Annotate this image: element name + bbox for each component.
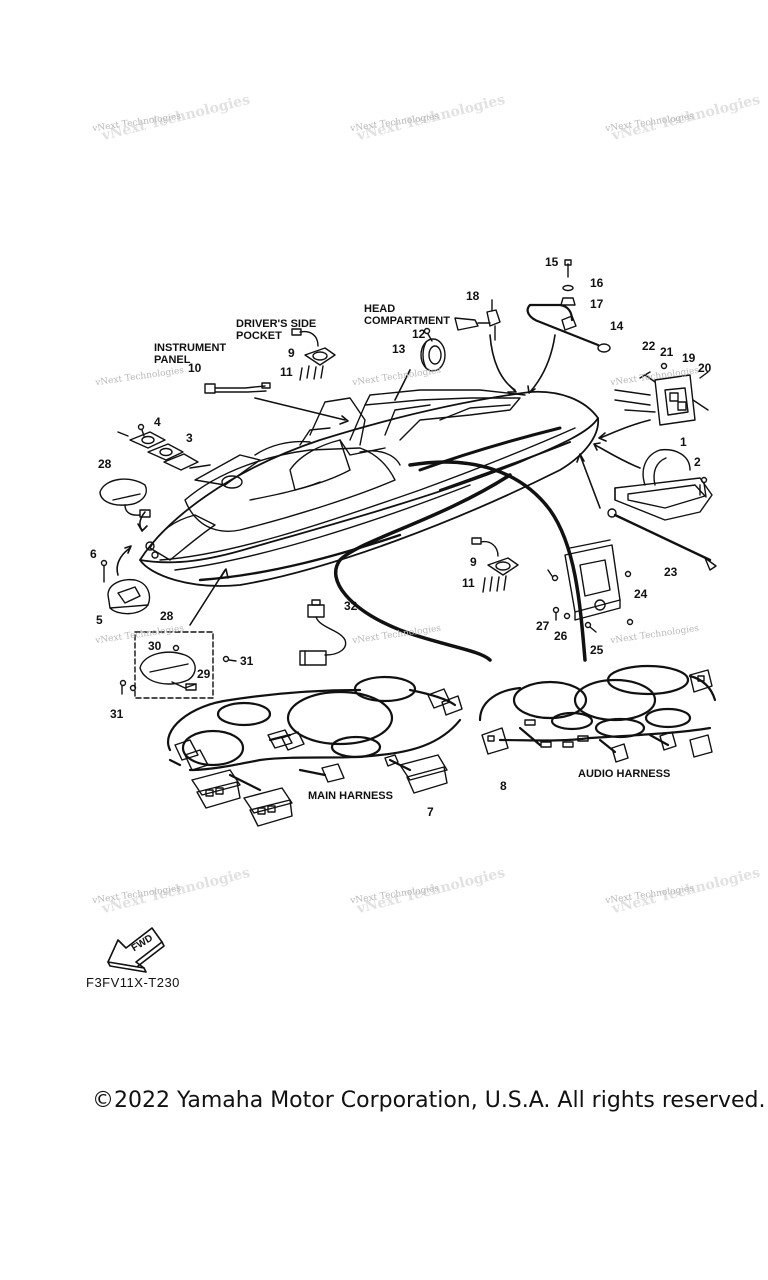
callout-10: 10 bbox=[188, 361, 202, 375]
windshield bbox=[309, 389, 526, 446]
callout-7: 7 bbox=[427, 805, 434, 819]
battery-cable bbox=[607, 508, 717, 571]
callout-1: 1 bbox=[680, 435, 687, 449]
audio-harness bbox=[478, 664, 717, 754]
harness-route-line-2 bbox=[333, 473, 512, 662]
callout-28-lower: 28 bbox=[160, 609, 174, 623]
callout-26: 26 bbox=[554, 629, 568, 643]
label-main-harness: MAIN HARNESS bbox=[308, 790, 393, 802]
label-head-compartment-2: COMPARTMENT bbox=[364, 315, 450, 327]
nut-17 bbox=[560, 297, 576, 306]
sensor-18 bbox=[454, 299, 501, 341]
pocket-light-9-upper bbox=[291, 328, 336, 366]
ecu-module bbox=[564, 539, 621, 621]
callout-29: 29 bbox=[197, 667, 211, 681]
switches-3 bbox=[129, 431, 199, 471]
screws-25-27 bbox=[547, 569, 634, 633]
callout-31-right: 31 bbox=[240, 654, 254, 668]
cover-28-lower bbox=[139, 651, 197, 691]
callout-24: 24 bbox=[634, 587, 648, 601]
bolt-15 bbox=[564, 259, 572, 278]
copyright-notice: ©2022 Yamaha Motor Corporation, U.S.A. A… bbox=[92, 1088, 766, 1113]
battery-box bbox=[614, 448, 713, 521]
callout-32: 32 bbox=[344, 599, 358, 613]
callout-22: 22 bbox=[642, 339, 656, 353]
callout-14: 14 bbox=[610, 319, 624, 333]
callout-11-upper: 11 bbox=[280, 365, 293, 379]
callout-27: 27 bbox=[536, 619, 550, 633]
ground-wire-14 bbox=[526, 303, 611, 353]
callout-9-lower: 9 bbox=[470, 555, 477, 569]
label-drivers-pocket-2: POCKET bbox=[236, 330, 282, 342]
washer-16 bbox=[562, 284, 574, 292]
diagram-code: F3FV11X-T230 bbox=[86, 975, 180, 990]
callout-28-upper: 28 bbox=[98, 457, 112, 471]
label-instrument-panel-2: PANEL bbox=[154, 354, 191, 366]
callout-17: 17 bbox=[590, 297, 604, 311]
callout-21: 21 bbox=[660, 345, 674, 359]
callout-6: 6 bbox=[90, 547, 97, 561]
callout-18: 18 bbox=[466, 289, 480, 303]
cover-28-upper bbox=[99, 478, 151, 518]
audio-harness-connectors bbox=[481, 669, 713, 763]
wire-10 bbox=[204, 382, 271, 394]
label-drivers-pocket-1: DRIVER'S SIDE bbox=[236, 318, 317, 330]
callout-16: 16 bbox=[590, 276, 604, 290]
harness-route-line bbox=[408, 460, 587, 662]
callout-15: 15 bbox=[545, 255, 559, 269]
callout-23: 23 bbox=[664, 565, 678, 579]
screw-2 bbox=[700, 476, 708, 498]
pocket-light-9-lower bbox=[471, 537, 519, 576]
callout-8: 8 bbox=[500, 779, 507, 793]
screws-11-upper bbox=[299, 365, 324, 381]
screw-4 bbox=[117, 423, 145, 437]
callout-4: 4 bbox=[154, 415, 161, 429]
fwd-arrow-icon bbox=[107, 927, 165, 973]
callout-11-lower: 11 bbox=[462, 576, 475, 590]
main-harness bbox=[167, 675, 462, 792]
callout-20: 20 bbox=[698, 361, 712, 375]
boat-hull bbox=[139, 390, 599, 587]
adapter-32 bbox=[299, 599, 347, 666]
bolts-20 bbox=[614, 389, 709, 413]
label-instrument-panel-1: INSTRUMENT bbox=[154, 342, 227, 354]
callout-19: 19 bbox=[682, 351, 696, 365]
callout-12: 12 bbox=[412, 327, 426, 341]
screw-6 bbox=[100, 559, 108, 583]
relay-bracket bbox=[639, 362, 709, 426]
screws-11-lower bbox=[482, 575, 507, 593]
speaker-13 bbox=[420, 338, 446, 372]
callout-3: 3 bbox=[186, 431, 193, 445]
callout-31-left: 31 bbox=[110, 707, 124, 721]
callout-30: 30 bbox=[148, 639, 162, 653]
callout-25: 25 bbox=[590, 643, 604, 657]
label-audio-harness: AUDIO HARNESS bbox=[578, 768, 671, 780]
screw-30 bbox=[172, 644, 180, 652]
detail-box bbox=[134, 631, 214, 699]
part-5 bbox=[107, 578, 151, 615]
screws-31 bbox=[119, 655, 237, 695]
callout-5: 5 bbox=[96, 613, 103, 627]
callout-13: 13 bbox=[392, 342, 406, 356]
callout-9-upper: 9 bbox=[288, 346, 295, 360]
screw-12 bbox=[423, 327, 433, 342]
leader-lines bbox=[116, 334, 651, 626]
label-head-compartment-1: HEAD bbox=[364, 303, 396, 315]
boat-cockpit bbox=[184, 427, 401, 532]
callout-2: 2 bbox=[694, 455, 701, 469]
main-harness-connectors bbox=[174, 688, 463, 827]
